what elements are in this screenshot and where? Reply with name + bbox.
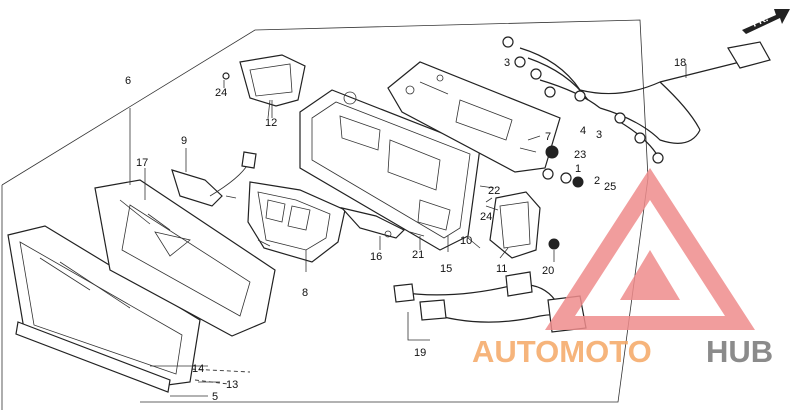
callout-21: 21: [412, 249, 424, 261]
leader-lines: [129, 64, 687, 397]
callout-2: 2: [594, 175, 600, 187]
callout-14: 14: [192, 363, 204, 375]
triangle-logo-icon: [545, 168, 755, 330]
callout-15: 15: [440, 263, 452, 275]
callout-7: 7: [545, 131, 551, 143]
callout-1: 1: [575, 163, 581, 175]
callout-3a: 3: [504, 57, 510, 69]
forward-arrow-icon: [742, 9, 790, 34]
fr-label: FR.: [751, 13, 770, 30]
display-unit: [247, 181, 346, 263]
callout-17: 17: [136, 157, 148, 169]
callout-4: 4: [580, 125, 586, 137]
small-bracket: [340, 206, 425, 239]
callout-23: 23: [574, 149, 586, 161]
callout-3b: 3: [596, 129, 602, 141]
warning-lamp-bracket: [239, 54, 306, 119]
callout-11: 11: [496, 263, 507, 275]
callout-6: 6: [125, 75, 131, 87]
callout-19: 19: [414, 347, 426, 359]
callout-25: 25: [604, 181, 616, 193]
callout-22: 22: [488, 185, 500, 197]
meter-panel: [387, 61, 561, 173]
hardware-items: [222, 72, 584, 262]
wiring-harness: [502, 36, 771, 164]
callout-24a: 24: [215, 87, 227, 99]
callout-24b: 24: [480, 211, 492, 223]
callout-9: 9: [181, 135, 187, 147]
callout-12: 12: [265, 117, 277, 129]
callout-8: 8: [302, 287, 308, 299]
meter-visor: [94, 179, 276, 337]
watermark: AUTOMOTO HUB: [472, 168, 773, 369]
meter-case: [299, 89, 481, 251]
callout-16: 16: [370, 251, 382, 263]
lamp-housing: [489, 191, 541, 259]
bulb-socket: [171, 151, 257, 207]
callout-10: 10: [460, 235, 472, 247]
callout-13: 13: [226, 379, 238, 391]
callouts: 1 2 3 3 4 5 6 7 8 9 10 11 12 13 14 15 16…: [125, 57, 686, 403]
callout-20: 20: [542, 265, 554, 277]
watermark-text-a: AUTOMOTO: [472, 334, 652, 369]
watermark-text-b: HUB: [706, 334, 773, 369]
callout-18: 18: [674, 57, 686, 69]
fr-direction-marker: FR.: [742, 9, 790, 34]
front-lens: [7, 225, 201, 393]
callout-5: 5: [212, 391, 218, 403]
